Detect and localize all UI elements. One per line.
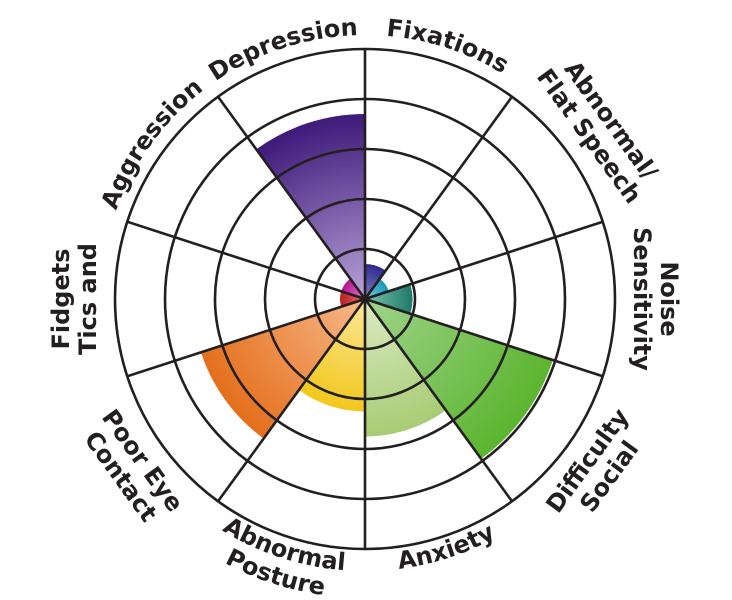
sector-anxiety [365, 299, 446, 437]
sector-abnormal-posture [298, 299, 365, 412]
sector-poor-eye-contact [200, 299, 365, 439]
category-label-line: Anxiety [395, 518, 499, 575]
sector-noise-sensitivity [365, 284, 413, 314]
sector-abnormal-flat-speech [365, 278, 389, 299]
sector-tics-and-fidgets [340, 291, 365, 307]
category-label-line: Fixations [385, 14, 513, 79]
category-label-line: Sensitivity [628, 227, 656, 371]
label-anxiety: Anxiety [395, 518, 499, 575]
sector-depression [256, 114, 365, 299]
grid-spoke [364, 220, 604, 301]
sector-social-difficulty [365, 299, 553, 459]
center-dot [361, 295, 369, 303]
sector-aggression [341, 278, 365, 299]
sectors-layer [200, 114, 553, 459]
category-label-line: Tics and [74, 243, 102, 355]
category-label-line: Aggression [96, 73, 208, 213]
grid-spoke [363, 298, 513, 503]
grid-spoke [363, 95, 513, 300]
label-aggression: Aggression [96, 73, 208, 213]
category-label-line: Noise [655, 261, 683, 336]
grid-spoke [126, 220, 366, 301]
grid-spoke [217, 95, 367, 300]
grid-layer [113, 47, 617, 551]
category-label-line: Fidgets [47, 248, 75, 349]
label-fixations: Fixations [385, 14, 513, 79]
grid-spoke [217, 298, 367, 503]
grid-spoke [126, 297, 366, 378]
grid-spoke [364, 297, 604, 378]
